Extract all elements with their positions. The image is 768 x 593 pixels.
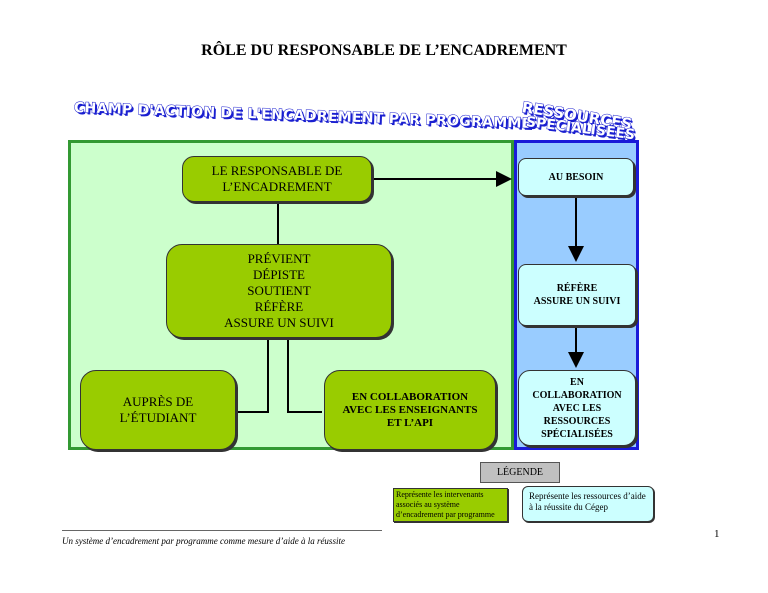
refere-suivi-box: RÉFÈRE ASSURE UN SUIVI bbox=[518, 264, 636, 326]
actions-box: PRÉVIENT DÉPISTE SOUTIENT RÉFÈRE ASSURE … bbox=[166, 244, 392, 338]
responsable-box: LE RESPONSABLE DE L’ENCADREMENT bbox=[182, 156, 372, 202]
footer-divider bbox=[62, 530, 382, 531]
page-title: RÔLE DU RESPONSABLE DE L’ENCADREMENT bbox=[201, 42, 567, 59]
legend-heading: LÉGENDE bbox=[480, 462, 560, 483]
collaboration-enseignants-box: EN COLLABORATION AVEC LES ENSEIGNANTS ET… bbox=[324, 370, 496, 450]
footer-text: Un système d’encadrement par programme c… bbox=[62, 536, 345, 546]
legend-green-swatch: Représente les intervenants associés au … bbox=[393, 488, 508, 522]
connector-actions-aupres bbox=[238, 338, 269, 413]
legend-blue-swatch: Représente les ressources d’aide à la ré… bbox=[522, 486, 654, 522]
aupres-etudiant-box: AUPRÈS DE L’ÉTUDIANT bbox=[80, 370, 236, 450]
au-besoin-box: AU BESOIN bbox=[518, 158, 634, 196]
connector-actions-collab bbox=[287, 338, 322, 413]
collaboration-ressources-box: EN COLLABORATION AVEC LES RESSOURCES SPÉ… bbox=[518, 370, 636, 446]
page-number: 1 bbox=[714, 528, 720, 540]
